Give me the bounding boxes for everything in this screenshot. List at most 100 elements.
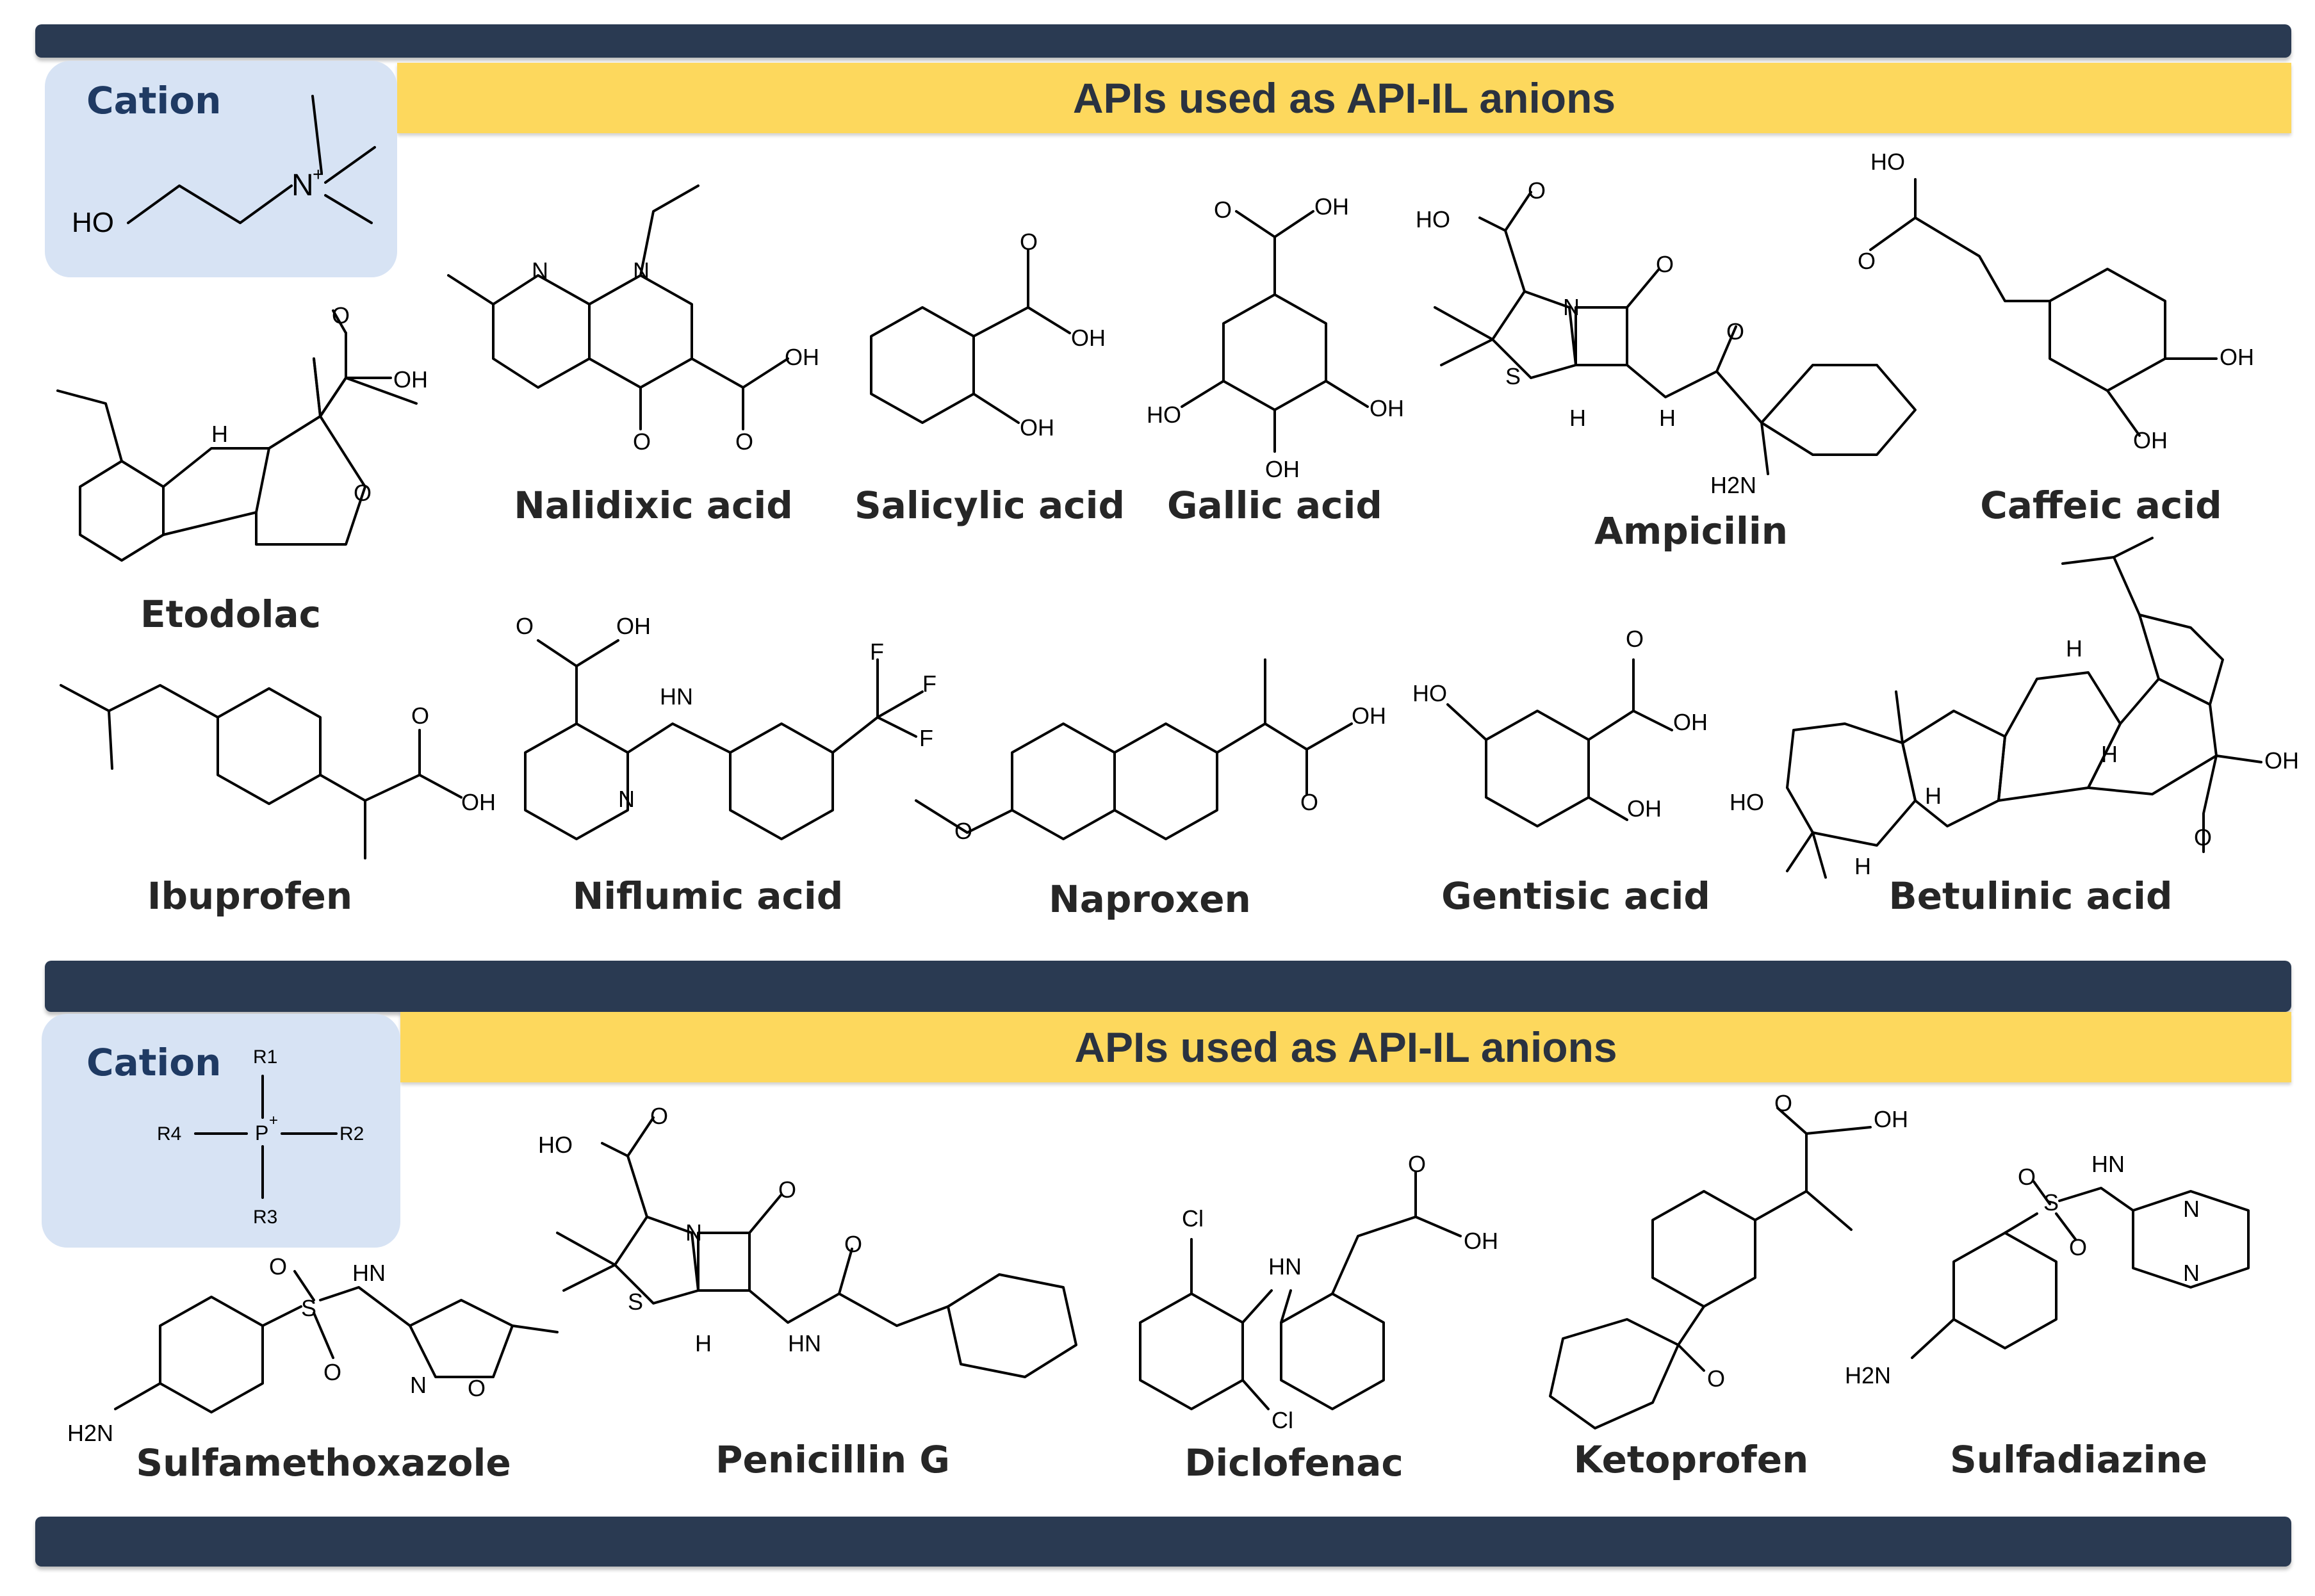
atom-o: O bbox=[1858, 248, 1876, 274]
atom-oh: OH bbox=[1874, 1106, 1908, 1132]
atom-h: H bbox=[2101, 741, 2118, 767]
atom-o: O bbox=[1528, 177, 1546, 204]
atom-f: F bbox=[870, 639, 884, 665]
diclofenac-structure: Cl HN Cl O OH bbox=[1139, 1151, 1498, 1433]
middle-bar bbox=[45, 961, 2291, 1012]
atom-h: H bbox=[1659, 405, 1676, 431]
atom-n: N bbox=[618, 786, 635, 812]
atom-s: S bbox=[1505, 363, 1521, 389]
atom-o: O bbox=[650, 1103, 668, 1129]
atom-f: F bbox=[922, 671, 937, 697]
atom-s: S bbox=[301, 1295, 316, 1321]
atom-o: O bbox=[735, 428, 753, 455]
ampicilin-label: Ampicilin bbox=[1594, 509, 1788, 553]
atom-ho: HO bbox=[1730, 789, 1764, 815]
ketoprofen-label: Ketoprofen bbox=[1573, 1438, 1809, 1481]
atom-o: O bbox=[2194, 824, 2212, 851]
atom-o: O bbox=[411, 703, 429, 729]
atom-hn: HN bbox=[2091, 1151, 2125, 1177]
panel1-cation-title: Cation bbox=[86, 79, 222, 122]
atom-n: N bbox=[685, 1219, 702, 1246]
salicylic-acid-structure: O OH OH bbox=[870, 229, 1106, 441]
choline-structure: HO N + bbox=[72, 95, 376, 238]
atom-n: N bbox=[2183, 1260, 2200, 1286]
atom-charge: + bbox=[269, 1112, 278, 1129]
atom-oh: OH bbox=[2264, 747, 2299, 774]
atom-o: O bbox=[954, 818, 972, 844]
caffeic-acid-label: Caffeic acid bbox=[1980, 484, 2222, 527]
atom-h2n: H2N bbox=[1845, 1362, 1891, 1388]
atom-oh: OH bbox=[2220, 344, 2254, 370]
atom-o: O bbox=[269, 1253, 287, 1280]
atom-r2: R2 bbox=[339, 1123, 364, 1144]
atom-hn: HN bbox=[352, 1260, 386, 1286]
atom-oh: OH bbox=[1464, 1228, 1498, 1254]
atom-n: N bbox=[633, 257, 650, 284]
atom-o: O bbox=[1408, 1151, 1426, 1177]
sulfamethoxazole-label: Sulfamethoxazole bbox=[136, 1441, 511, 1485]
atom-o: O bbox=[1774, 1090, 1792, 1116]
atom-o: O bbox=[844, 1231, 862, 1257]
atom-oh: OH bbox=[1265, 456, 1300, 482]
atom-oh: OH bbox=[785, 344, 819, 370]
salicylic-acid-label: Salicylic acid bbox=[854, 484, 1125, 527]
gentisic-acid-label: Gentisic acid bbox=[1441, 874, 1710, 918]
atom-h2n: H2N bbox=[1710, 472, 1756, 498]
ibuprofen-structure: O OH bbox=[60, 684, 496, 859]
atom-h: H bbox=[695, 1330, 712, 1356]
atom-o: O bbox=[354, 480, 372, 506]
atom-s: S bbox=[628, 1289, 643, 1315]
penicillin-g-label: Penicillin G bbox=[715, 1438, 951, 1481]
atom-o: O bbox=[516, 613, 534, 639]
top-bar bbox=[35, 24, 2291, 58]
atom-ho: HO bbox=[1412, 680, 1447, 706]
sulfamethoxazole-structure: S O O HN N O H2N bbox=[67, 1253, 559, 1446]
caffeic-acid-structure: HO O OH OH bbox=[1858, 149, 2254, 453]
panel2-cation-box: Cation bbox=[42, 1014, 400, 1248]
atom-o: O bbox=[1300, 789, 1318, 815]
atom-nh-h: H bbox=[211, 421, 228, 447]
betulinic-acid-label: Betulinic acid bbox=[1888, 874, 2173, 918]
atom-hn: HN bbox=[1268, 1253, 1302, 1280]
atom-ho: HO bbox=[1870, 149, 1905, 175]
panel1-cation-box: Cation bbox=[45, 61, 397, 277]
atom-o: O bbox=[1020, 229, 1038, 255]
atom-ho: HO bbox=[1416, 206, 1450, 232]
atom-oh: OH bbox=[1314, 193, 1349, 220]
atom-h2n: H2N bbox=[67, 1420, 113, 1446]
atom-hn: HN bbox=[660, 683, 693, 710]
panel2-cation-title: Cation bbox=[86, 1041, 222, 1084]
gallic-acid-label: Gallic acid bbox=[1167, 484, 1382, 527]
atom-o: O bbox=[332, 302, 350, 329]
niflumic-acid-structure: O OH N HN F F F bbox=[516, 613, 937, 840]
atom-charge: + bbox=[313, 164, 324, 185]
atom-n: N bbox=[410, 1372, 427, 1398]
atom-f: F bbox=[919, 725, 933, 751]
atom-n: N bbox=[291, 168, 314, 202]
naproxen-label: Naproxen bbox=[1049, 877, 1251, 921]
atom-ho: HO bbox=[72, 207, 114, 238]
atom-h: H bbox=[1854, 853, 1871, 879]
atom-ho: HO bbox=[1147, 402, 1181, 428]
atom-oh: OH bbox=[616, 613, 651, 639]
panel1-banner-title: APIs used as API-IL anions bbox=[1072, 74, 1616, 122]
etodolac-structure: H O O OH bbox=[56, 302, 428, 562]
atom-n: N bbox=[532, 257, 548, 284]
betulinic-acid-structure: HO H H H H OH O bbox=[1730, 537, 2299, 879]
etodolac-label: Etodolac bbox=[140, 592, 321, 636]
panel2-banner-title: APIs used as API-IL anions bbox=[1074, 1023, 1617, 1071]
atom-oh: OH bbox=[461, 789, 496, 815]
ampicilin-structure: HO O N S O H H O H2N bbox=[1416, 177, 1917, 498]
atom-h: H bbox=[2066, 635, 2082, 662]
penicillin-g-structure: HO O N S O H HN O bbox=[538, 1103, 1077, 1378]
atom-o: O bbox=[778, 1177, 796, 1203]
atom-p: P bbox=[255, 1121, 268, 1144]
gentisic-acid-structure: O OH HO OH bbox=[1412, 626, 1708, 827]
gallic-acid-structure: O OH OH HO OH bbox=[1147, 193, 1404, 482]
naproxen-structure: O OH O bbox=[915, 658, 1386, 844]
atom-oh: OH bbox=[1071, 325, 1106, 351]
atom-o: O bbox=[2018, 1164, 2036, 1190]
atom-r3: R3 bbox=[253, 1207, 277, 1228]
atom-o: O bbox=[468, 1375, 486, 1401]
